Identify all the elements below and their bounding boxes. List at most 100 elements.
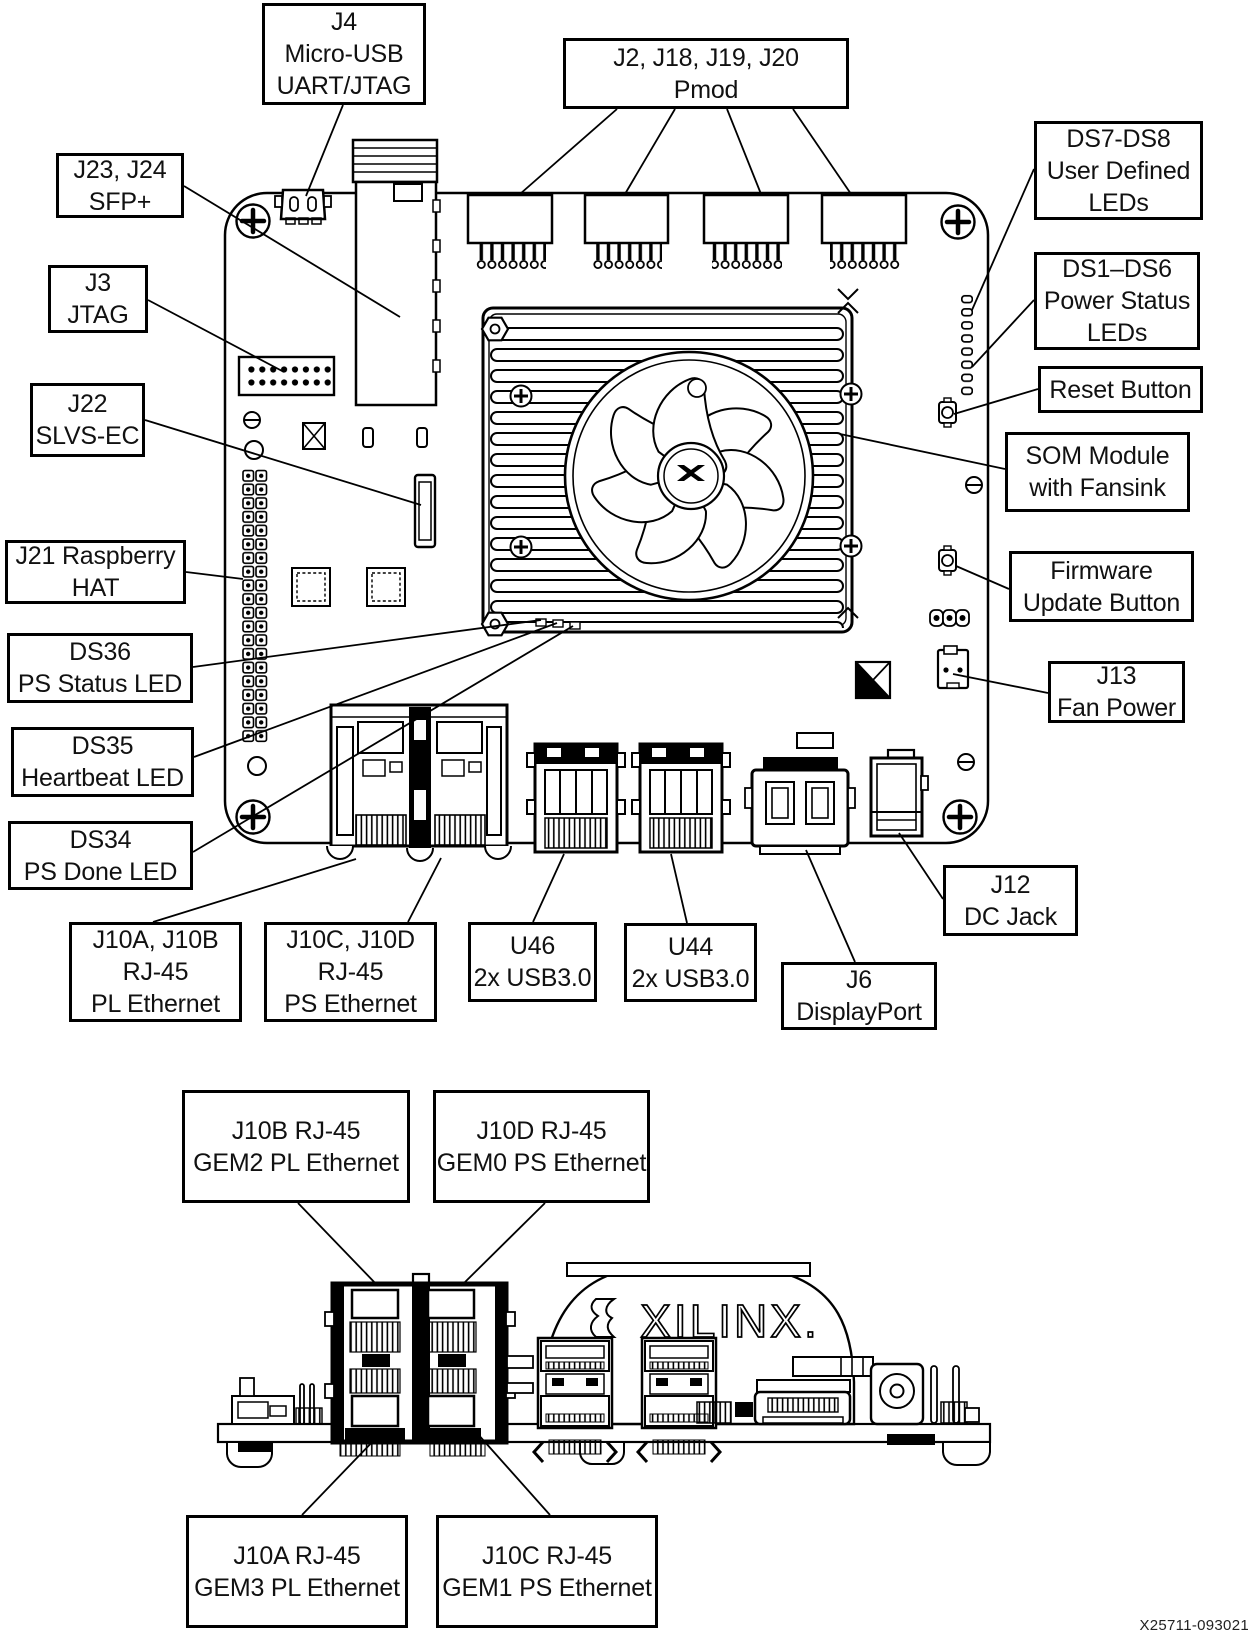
callout-label: PS Done LED — [23, 857, 178, 886]
callout-label: J12 — [990, 870, 1031, 899]
callout-label: J10A RJ-45 — [233, 1541, 361, 1570]
som-screw-icon — [839, 534, 863, 558]
callout-u44: U44 2x USB3.0 — [624, 923, 757, 1002]
leader-line — [805, 849, 856, 963]
leader-line — [152, 858, 357, 923]
led-column — [961, 293, 973, 398]
dc-jack-side — [869, 1362, 925, 1426]
board-top-view — [223, 138, 990, 862]
callout-label: GEM1 PS Ethernet — [442, 1573, 652, 1602]
callout-label: DS36 — [69, 638, 131, 666]
callout-label: UART/JTAG — [276, 72, 412, 100]
slvs-ec-connector — [413, 473, 437, 549]
callout-j12: J12 DC Jack — [943, 865, 1078, 936]
callout-label: HAT — [71, 574, 120, 602]
callout-label: User Defined — [1046, 156, 1191, 185]
rj45-block-top — [326, 703, 512, 862]
foot — [942, 1441, 991, 1467]
bracket — [792, 1356, 874, 1377]
callout-label: J4 — [330, 8, 357, 36]
leader-line — [183, 185, 401, 318]
board-side-view: XILINX. — [216, 1262, 992, 1469]
callout-label: DS34 — [69, 825, 132, 854]
callout-label: J23, J24 — [73, 155, 167, 184]
figure-id: X25711-093021 — [1139, 1617, 1249, 1634]
callout-label: Heartbeat LED — [21, 764, 184, 792]
callout-label: J10C RJ-45 — [482, 1541, 612, 1570]
xilinx-mark-icon — [590, 1298, 618, 1338]
som-screw-icon — [509, 384, 533, 408]
callout-label: PS Ethernet — [284, 990, 417, 1018]
callout-label: DC Jack — [963, 902, 1058, 931]
leader-line — [953, 388, 1039, 415]
leader-line — [532, 853, 565, 923]
callout-label: U46 — [509, 932, 556, 960]
ic-chips — [291, 567, 406, 607]
left-edge-parts — [231, 1377, 323, 1452]
leader-line — [971, 168, 1035, 311]
callout-label: J10A, J10B — [92, 926, 219, 954]
leader-line — [898, 832, 944, 900]
leader-line — [192, 619, 542, 668]
leader-line — [185, 571, 244, 580]
micro-usb-connector — [274, 188, 332, 225]
leader-line — [193, 622, 558, 758]
small-connector — [696, 1401, 732, 1424]
leader-line — [475, 1431, 551, 1516]
small-part — [506, 1382, 534, 1394]
corner-screw-icon — [942, 206, 975, 239]
leader-line — [670, 853, 688, 924]
callout-label: J10D RJ-45 — [476, 1116, 607, 1145]
leader-line — [147, 299, 285, 373]
callout-label: J2, J18, J19, J20 — [613, 43, 799, 72]
callout-label: U44 — [667, 932, 714, 961]
jumper-header — [929, 609, 970, 627]
callout-label: Micro-USB — [284, 40, 404, 68]
leader-lines — [144, 104, 1049, 1516]
raspberry-hat-header — [241, 469, 269, 743]
callout-label: J13 — [1096, 662, 1137, 690]
callout-label: 2x USB3.0 — [631, 964, 750, 993]
sfp-cage — [351, 138, 441, 448]
firmware-update-button — [938, 545, 957, 576]
diode-mark — [302, 422, 326, 450]
leader-line — [297, 1202, 379, 1287]
slotted-screw-icon — [243, 411, 261, 429]
leader-line — [952, 673, 1049, 694]
leader-line — [192, 625, 574, 853]
jtag-header — [237, 355, 336, 397]
leader-line — [971, 299, 1035, 368]
callout-label: J10B RJ-45 — [231, 1116, 361, 1145]
small-part — [506, 1355, 534, 1369]
callout-label: Reset Button — [1049, 375, 1192, 404]
callout-reset: Reset Button — [1038, 366, 1203, 413]
leader-line — [839, 433, 1006, 470]
callout-label: SFP+ — [88, 187, 152, 216]
callout-label: SOM Module — [1025, 442, 1170, 470]
diode-mark-x — [302, 422, 326, 450]
standoff-icon — [480, 611, 510, 637]
callout-label: Update Button — [1022, 588, 1181, 617]
callout-label: GEM2 PL Ethernet — [193, 1148, 399, 1177]
leader-line — [792, 108, 852, 195]
status-led — [535, 618, 547, 627]
callout-label: JTAG — [67, 301, 129, 329]
leader-line — [460, 1202, 546, 1287]
callout-label: J22 — [67, 390, 108, 418]
fan-power-connector — [936, 645, 970, 690]
callout-label: Pmod — [673, 75, 739, 104]
callout-label: GEM3 PL Ethernet — [194, 1573, 400, 1602]
